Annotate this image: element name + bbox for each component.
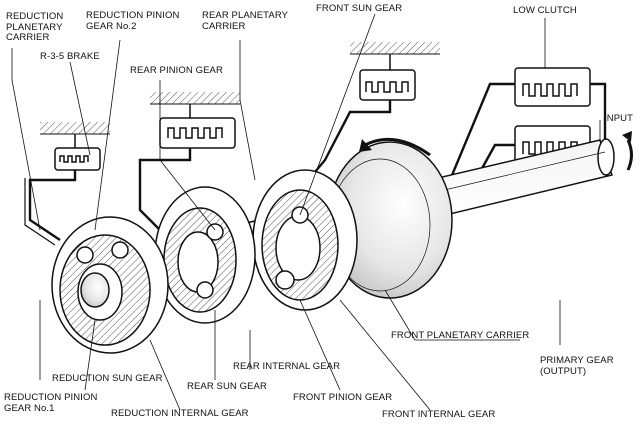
reduction-planetary-set (51, 216, 169, 354)
label-front-pinion-gear: FRONT PINION GEAR (293, 392, 393, 403)
label-rear-pinion-gear: REAR PINION GEAR (130, 65, 223, 76)
label-rear-sun-gear: REAR SUN GEAR (187, 381, 267, 392)
label-rear-planetary-carrier: REAR PLANETARY CARRIER (202, 10, 289, 32)
label-r35-brake: R-3-5 BRAKE (40, 51, 100, 62)
label-front-sun-gear: FRONT SUN GEAR (316, 3, 403, 14)
r35-brake-pack (54, 134, 101, 171)
front-brake-pack (359, 54, 416, 101)
housing-grounds (40, 42, 440, 135)
label-reduction-planetary-carrier: REDUCTION PLANETARY CARRIER (6, 11, 64, 43)
rear-brake-pack (159, 104, 236, 149)
rotation-arrows (364, 137, 633, 171)
label-primary-gear-output: PRIMARY GEAR (OUTPUT) (540, 355, 614, 377)
label-front-planetary-carrier: FRONT PLANETARY CARRIER (391, 330, 530, 341)
front-planetary-set (252, 169, 358, 311)
label-reduction-pinion-gear-1: REDUCTION PINION GEAR No.1 (4, 392, 98, 414)
rear-planetary-set (154, 186, 256, 324)
label-reduction-sun-gear: REDUCTION SUN GEAR (52, 373, 163, 384)
label-front-internal-gear: FRONT INTERNAL GEAR (382, 409, 496, 420)
leader-lines (11, 13, 601, 411)
label-input: INPUT (604, 113, 633, 124)
label-rear-internal-gear: REAR INTERNAL GEAR (233, 361, 341, 372)
label-reduction-pinion-gear-2: REDUCTION PINION GEAR No.2 (86, 10, 180, 32)
label-reduction-internal-gear: REDUCTION INTERNAL GEAR (111, 408, 249, 419)
label-low-clutch: LOW CLUTCH (513, 5, 577, 16)
arrowheads (359, 131, 632, 152)
